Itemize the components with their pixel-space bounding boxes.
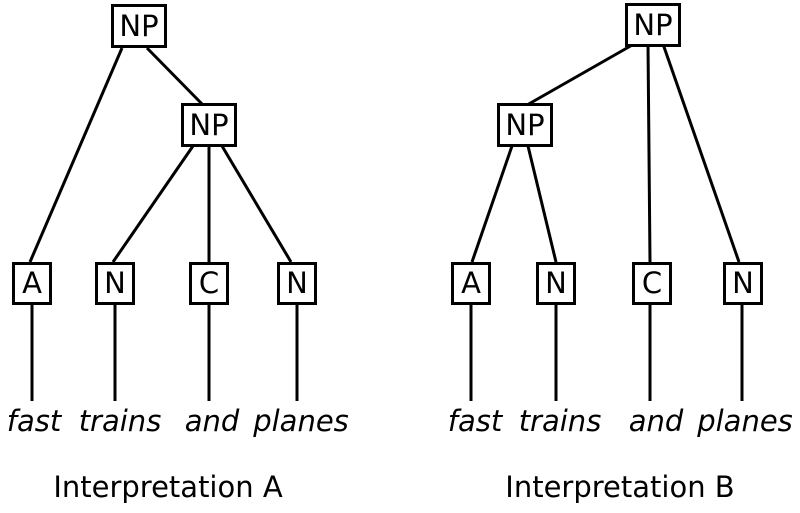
tree-b-leaf-n1-node: N — [536, 262, 576, 305]
tree-a-word-planes: planes — [253, 404, 349, 438]
tree-a-caption: Interpretation A — [53, 470, 283, 504]
tree-a-leaf-c-node: C — [189, 262, 229, 305]
tree-a-edge-root-to-inner-np — [145, 46, 206, 108]
tree-a-inner-np-node: NP — [181, 103, 237, 147]
tree-b-word-trains: trains — [518, 404, 602, 438]
tree-b-leaf-n2-node: N — [723, 262, 763, 305]
tree-a-word-and: and — [184, 404, 240, 438]
tree-b-caption: Interpretation B — [505, 470, 735, 504]
tree-b-edge-root-to-c — [646, 43, 652, 263]
tree-b-leaf-a-node: A — [451, 262, 491, 305]
tree-b-leaf-c-node: C — [632, 262, 672, 305]
tree-b-edge-root-to-inner-np — [526, 42, 635, 107]
tree-b-edge-root-to-n2 — [661, 43, 741, 263]
tree-a-edge-root-to-a — [28, 47, 124, 263]
tree-a-root-np-node: NP — [111, 4, 167, 48]
tree-a-word-trains: trains — [78, 404, 162, 438]
tree-a-leaf-n2-node: N — [277, 262, 317, 305]
tree-b-word-fast: fast — [447, 404, 503, 438]
tree-b-inner-np-node: NP — [497, 103, 553, 147]
tree-b-word-and: and — [628, 404, 684, 438]
tree-b-edge-inner-to-n1 — [526, 145, 558, 263]
tree-a-edge-inner-to-n1 — [111, 145, 195, 263]
tree-a-leaf-n1-node: N — [95, 262, 135, 305]
tree-b-root-np-node: NP — [625, 3, 681, 47]
tree-b-word-planes: planes — [697, 404, 793, 438]
tree-a-edge-inner-to-n2 — [220, 145, 293, 263]
tree-a-word-fast: fast — [6, 404, 62, 438]
tree-b-edge-inner-to-a — [470, 145, 514, 263]
tree-a-leaf-a-node: A — [12, 262, 52, 305]
